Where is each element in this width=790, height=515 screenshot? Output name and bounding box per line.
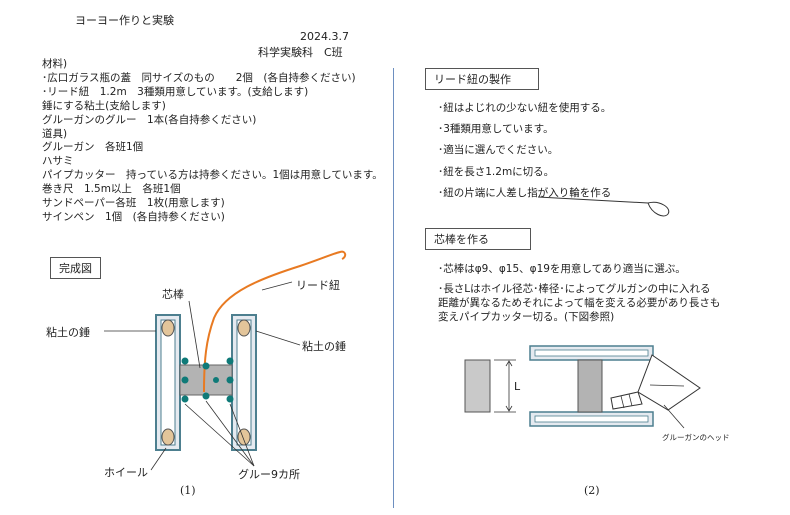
figure2-core-diagram: L グルーガンのヘッド: [464, 345, 730, 442]
list-item: ･広口ガラス瓶の蓋 同サイズのもの 2個 (各自持参ください): [42, 71, 356, 84]
label-core: 芯棒: [162, 287, 184, 301]
core-text: ･芯棒はφ9、φ15、φ19を用意してあり適当に選ぶ。 ･長さLはホイル径芯･棒…: [438, 262, 720, 324]
clay-weight: [237, 319, 251, 337]
doc-date: 2024.3.7: [300, 30, 349, 43]
list-item: ･リード紐 1.2m 3種類用意しています。(支給します): [42, 85, 309, 98]
label-weight-right: 粘土の錘: [302, 339, 346, 353]
list-item: ･紐はよじれの少ない紐を使用する。: [438, 102, 612, 114]
core-text-line: 距離が異なるためそれによって幅を変える必要があり長さも: [438, 297, 721, 309]
core-text-line: ･芯棒はφ9、φ15、φ19を用意してあり適当に選ぶ。: [438, 263, 686, 275]
lead-string: [203, 250, 347, 393]
list-item: ･紐の片端に人差し指が入り輪を作る: [438, 186, 612, 199]
figure1-caption: (1): [180, 484, 196, 497]
label-lead: リード紐: [296, 279, 340, 292]
glue-gun-head: [637, 354, 701, 411]
separate-rod: [464, 359, 491, 413]
list-item: ･紐を長さ1.2mに切る。: [438, 165, 555, 178]
list-item: グルーガンのグルー 1本(各自持参ください): [42, 113, 257, 126]
figure2-caption: (2): [584, 484, 600, 497]
list-item: パイプカッター 持っている方は持参ください。1個は用意しています。: [42, 169, 383, 182]
label-weight-left: 粘土の錘: [46, 325, 90, 339]
doc-team: 科学実験科 C班: [258, 46, 343, 59]
core-text-line: 変えパイプカッター切る。(下図参照): [438, 311, 615, 323]
core-section-heading: 芯棒を作る: [425, 228, 531, 250]
list-item: ･適当に選んでください。: [438, 144, 559, 157]
figure1-box-label: 完成図: [50, 257, 101, 279]
figure1-yoyo: 芯棒 リード紐 粘土の錘 粘土の錘 ホイール グルー9カ所: [46, 250, 347, 481]
core-text-line: ･長さLはホイル径芯･棒径･によってグルガンの中に入れる: [438, 283, 711, 295]
list-item: グルーガン 各班1個: [42, 141, 144, 154]
lead-section-heading: リード紐の製作: [425, 68, 539, 90]
label-wheel: ホイール: [104, 466, 148, 479]
clay-weight: [237, 428, 251, 446]
list-item: 錘にする粘土(支給します): [42, 99, 166, 112]
list-item: ･3種類用意しています。: [438, 123, 554, 136]
list-item: サンドペーパー各班 1枚(用意します): [42, 197, 225, 210]
label-glue: グルー9カ所: [238, 467, 300, 481]
list-item: 巻き尺 1.5m以上 各班1個: [42, 183, 181, 196]
dimension-label: L: [514, 380, 521, 393]
clay-weight: [161, 319, 175, 337]
glue-dots: [181, 357, 234, 403]
list-item: ハサミ: [42, 155, 74, 168]
clay-weight: [161, 428, 175, 446]
materials-list: 材料) ･広口ガラス瓶の蓋 同サイズのもの 2個 (各自持参ください) ･リード…: [42, 58, 383, 225]
doc-title: ヨーヨー作りと実験: [75, 14, 174, 27]
list-item: サインペン 1個 (各自持参ください): [42, 210, 225, 223]
label-glue-gun: グルーガンのヘッド: [662, 432, 730, 442]
core-rod: [577, 359, 603, 413]
string-loop-sketch: [537, 196, 670, 217]
list-item: 道具): [42, 127, 68, 140]
lead-steps: ･紐はよじれの少ない紐を使用する。 ･3種類用意しています。 ･適当に選んでくだ…: [438, 98, 611, 204]
list-item: 材料): [42, 58, 68, 70]
column-divider: [393, 68, 394, 508]
